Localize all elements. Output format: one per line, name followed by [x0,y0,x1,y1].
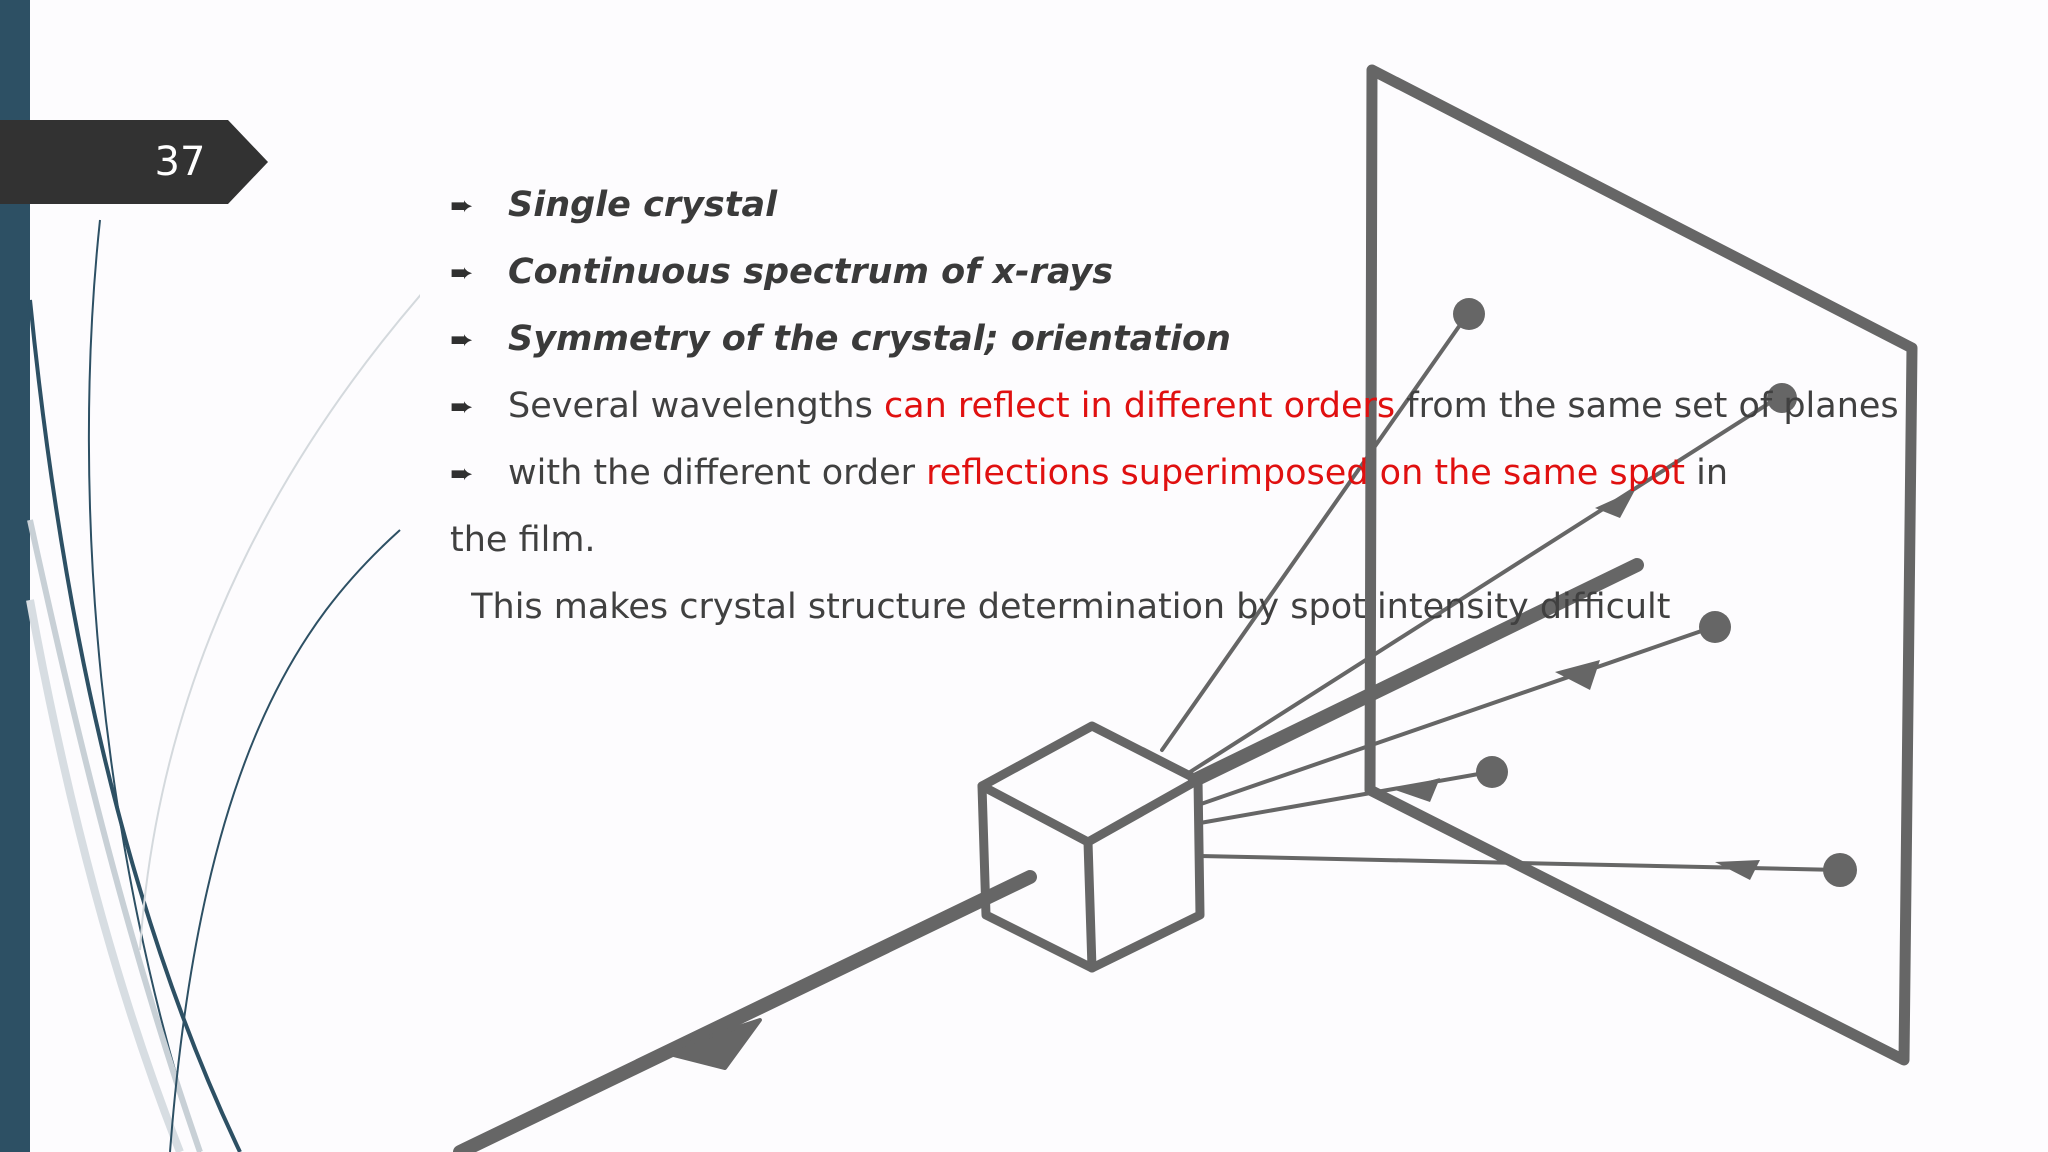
bullet-text: Single crystal [508,185,778,225]
diffraction-spots [1395,298,1857,887]
text-segment: in [1684,453,1729,493]
slide-content: ➨ Single crystal ➨ Continuous spectrum o… [450,172,1950,641]
incident-beam [453,870,1037,1152]
bullet-text: Continuous spectrum of x-rays [508,252,1114,292]
bullet-item: ➨ Single crystal [450,172,1950,239]
slide-number-tag: 37 [0,120,268,204]
decorative-curves [26,219,420,1152]
arrow-bullet-icon: ➨ [450,457,474,490]
bullet-item: ➨ with the different order reflections s… [450,440,1950,507]
film-screen [1364,64,1918,1066]
text-segment: from the same set of planes [1395,386,1899,426]
arrow-bullet-icon: ➨ [450,323,474,356]
highlighted-text: reflections superimposed on the same spo… [926,453,1685,493]
bullet-text: Several wavelengths can reflect in diffe… [508,373,1899,440]
conclusion-line: This makes crystal structure determinati… [450,574,1950,641]
text-segment: with the different order [508,453,927,493]
arrow-bullet-icon: ➨ [450,390,474,423]
continuation-line: the film. [450,507,1950,574]
arrow-bullet-icon: ➨ [450,189,474,222]
highlighted-text: can reflect in different orders [883,386,1396,426]
bullet-item: ➨ Continuous spectrum of x-rays [450,239,1950,306]
crystal-cube [977,721,1205,973]
slide-number: 37 [154,139,206,185]
continuation-text: the film. [450,520,596,560]
conclusion-text: This makes crystal structure determinati… [460,587,1671,627]
bullet-item: ➨ Symmetry of the crystal; orientation [450,306,1950,373]
arrow-bullet-icon: ➨ [450,256,474,289]
text-segment: Several wavelengths [508,386,884,426]
bullet-text: Symmetry of the crystal; orientation [508,319,1231,359]
bullet-text: with the different order reflections sup… [508,440,1728,507]
bullet-item: ➨ Several wavelengths can reflect in dif… [450,373,1950,440]
